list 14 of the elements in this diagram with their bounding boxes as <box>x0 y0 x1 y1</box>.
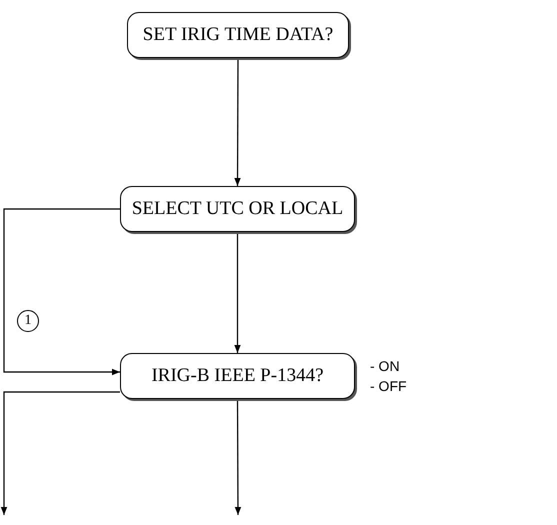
process-box <box>127 12 349 58</box>
arrow <box>0 391 120 515</box>
node-text: SELECT UTC OR LOCAL <box>132 198 344 220</box>
option-label: - OFF <box>370 377 407 396</box>
option-label: - ON <box>370 357 401 376</box>
process-box <box>120 353 355 399</box>
process-box <box>120 186 355 232</box>
node-text: SET IRIG TIME DATA? <box>142 24 334 46</box>
node-text: IRIG-B IEEE P-1344? <box>151 365 324 387</box>
callout-number: 1 <box>17 310 39 332</box>
arrow <box>234 399 242 515</box>
arrow <box>234 58 241 186</box>
arrow <box>234 232 241 353</box>
arrow <box>3 208 120 376</box>
